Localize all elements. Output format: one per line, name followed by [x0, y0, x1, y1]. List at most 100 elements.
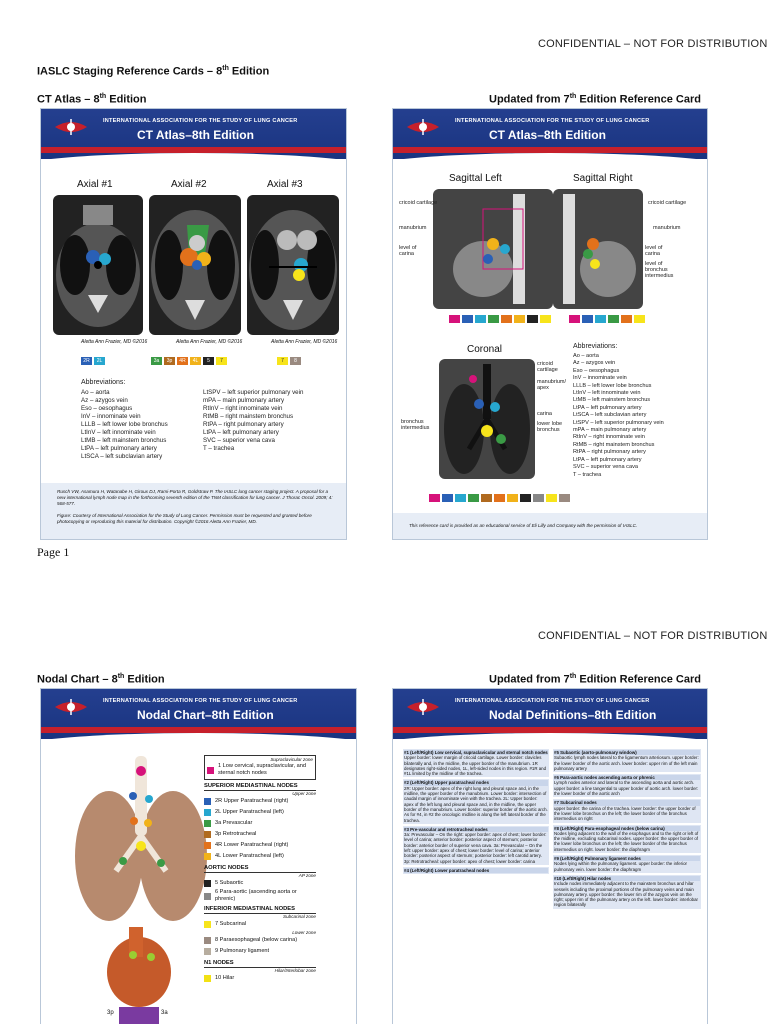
- axial-1-label: Axial #1: [77, 179, 113, 190]
- supraclavicular-section: Supraclavicular zone 1 Low cervical, sup…: [204, 755, 316, 780]
- abbrev-item: Ao – aorta: [573, 353, 599, 359]
- abbrev-item: RtPA – right pulmonary artery: [573, 449, 646, 456]
- legend-swatch: 3a: [151, 357, 162, 365]
- coronal-label-right: manubrium/ apex: [537, 379, 567, 391]
- node-item: 2L Upper Paratracheal (left): [204, 807, 316, 818]
- section-title: N1 NODES: [204, 960, 316, 968]
- nodal-chart-card: INTERNATIONAL ASSOCIATION FOR THE STUDY …: [40, 688, 357, 1024]
- citation: Rusch VW, Asamura H, Watanabe H, Giroux …: [57, 489, 333, 506]
- definition-block: #5 Subaortic (aorto-pulmonary window)Sub…: [553, 749, 701, 773]
- legend-swatch: 8: [290, 357, 301, 365]
- axial-2-label: Axial #2: [171, 179, 207, 190]
- abbreviations-list: Ao – aorta Az – azygos vein Eso – oesoph…: [573, 353, 703, 479]
- card-header: INTERNATIONAL ASSOCIATION FOR THE STUDY …: [41, 109, 346, 167]
- abbrev-item: LtSCA – left subclavian artery: [573, 412, 647, 419]
- coronal-label-left: bronchus intermedius: [401, 419, 430, 431]
- signature-2: Aletta Ann Frazier, MD ©2016: [176, 339, 243, 345]
- abbrev-item: Ao – aorta: [81, 389, 110, 396]
- abbrev-item: LtSPV – left superior pulmonary vein: [573, 419, 664, 426]
- abbrev-item: LtMB – left mainstem bronchus: [573, 397, 651, 404]
- abbrev-item: LtPA – left pulmonary artery: [81, 445, 157, 452]
- iaslc-logo-icon: [407, 119, 439, 135]
- sag-right-label: cricoid cartilage: [648, 200, 687, 206]
- nodal-legend: Supraclavicular zone 1 Low cervical, sup…: [204, 755, 316, 984]
- coronal-legend: [429, 494, 570, 502]
- node-item: 3a Prevascular: [204, 818, 316, 829]
- abbrev-item: LtInV – left innominate vein: [81, 429, 156, 436]
- definition-block: #4 (Left/Right) Lower paratracheal nodes: [403, 866, 549, 875]
- abbrev-item: LtInV – left innominate vein: [573, 390, 641, 397]
- abbrev-item: LLLB – left lower lobe bronchus: [81, 421, 168, 428]
- nodal-definitions-card: INTERNATIONAL ASSOCIATION FOR THE STUDY …: [392, 688, 708, 1024]
- zone-label: Subcarinal zone: [283, 914, 316, 919]
- confidential-notice: CONFIDENTIAL – NOT FOR DISTRIBUTION: [538, 38, 768, 50]
- confidential-notice-2: CONFIDENTIAL – NOT FOR DISTRIBUTION: [538, 630, 768, 642]
- legend-swatch: 4L: [190, 357, 201, 365]
- sag-right-legend: [569, 315, 645, 323]
- sag-right-label: level of carina: [645, 245, 663, 257]
- abbrev-item: InV – innominate vein: [81, 413, 141, 420]
- card-title: Nodal Definitions–8th Edition: [489, 708, 657, 722]
- definitions-left-column: #1 (Left/Right) Low cervical, supraclavi…: [403, 749, 549, 876]
- fig-label-3p: 3p: [107, 1010, 114, 1016]
- abbrev-item: Eso – oesophagus: [81, 405, 133, 412]
- card-header: INTERNATIONAL ASSOCIATION FOR THE STUDY …: [393, 689, 707, 747]
- definition-block: #9 (Left/Right) Pulmonary ligament nodes…: [553, 855, 701, 873]
- zone-label: Supraclavicular zone: [270, 757, 313, 762]
- axial-3-scan-image: [247, 195, 339, 335]
- ct-atlas-heading: CT Atlas – 8th Edition: [37, 93, 147, 106]
- node-item: 5 Subaortic: [204, 878, 316, 889]
- coronal-image: [439, 359, 535, 479]
- node-item: 6 Para-aortic (ascending aorta or phreni…: [204, 889, 316, 903]
- card-title: CT Atlas–8th Edition: [137, 128, 254, 142]
- updated-heading: Updated from 7th Edition Reference Card: [489, 93, 701, 106]
- iaslc-logo-icon: [55, 119, 87, 135]
- abbrev-item: Az – azygos vein: [573, 360, 616, 367]
- figure-note: Figure: Courtesy of International Associ…: [57, 513, 312, 524]
- axial-3-label: Axial #3: [267, 179, 303, 190]
- node-item: 4R Lower Paratracheal (right): [204, 840, 316, 851]
- zone-label: AP zone: [298, 873, 316, 878]
- signature-3: Aletta Ann Frazier, MD ©2016: [271, 339, 338, 345]
- abbrev-item: LtMB – left mainstem bronchus: [81, 437, 167, 444]
- definition-block: #2 (Left/Right) Upper paratracheal nodes…: [403, 779, 549, 824]
- node-item: 1 Low cervical, supraclavicular, and ste…: [207, 762, 313, 778]
- coronal-label: Coronal: [467, 344, 503, 355]
- abbrev-item: RtInV – right innominate vein: [573, 434, 645, 441]
- section-title: SUPERIOR MEDIASTINAL NODES: [204, 783, 316, 791]
- coronal-label-right: cricoid cartilage: [537, 361, 558, 373]
- association-name: INTERNATIONAL ASSOCIATION FOR THE STUDY …: [103, 698, 298, 704]
- legend-swatch: 5: [203, 357, 214, 365]
- signature: Aletta Ann Frazier, MD ©2016: [81, 339, 148, 345]
- node-item: 10 Hilar: [204, 973, 316, 984]
- association-name: INTERNATIONAL ASSOCIATION FOR THE STUDY …: [103, 118, 298, 124]
- heart-illustration: [99, 927, 179, 1024]
- abbrev-item: SVC – superior vena cava: [203, 437, 275, 444]
- abbrev-item: Eso – oesophagus: [573, 367, 620, 374]
- legend-swatch: 4R: [177, 357, 188, 365]
- node-item: 2R Upper Paratracheal (right): [204, 796, 316, 807]
- sag-left-label: manubrium: [399, 225, 427, 231]
- axial-2-scan-image: [149, 195, 241, 335]
- sag-left-label: cricoid cartilage: [399, 200, 438, 206]
- axial-1-scan-image: [53, 195, 143, 335]
- abbrev-item: LtPA – left pulmonary artery: [573, 456, 642, 463]
- abbrev-item: T – trachea: [203, 445, 235, 452]
- abbrev-item: LtSCA – left subclavian artery: [81, 453, 163, 460]
- sag-left-label: level of carina: [399, 245, 417, 257]
- fig-label-3a: 3a: [161, 1010, 168, 1016]
- document-title: IASLC Staging Reference Cards – 8th Edit…: [37, 65, 270, 78]
- legend-swatch: 2L: [94, 357, 105, 365]
- card-header: INTERNATIONAL ASSOCIATION FOR THE STUDY …: [393, 109, 707, 167]
- abbrev-item: SVC – superior vena cava: [573, 464, 638, 471]
- abbreviations-left: Ao – aorta Az – azygos vein Eso – oesoph…: [81, 389, 216, 461]
- node-item: 4L Lower Paratracheal (left): [204, 851, 316, 862]
- sagittal-card: INTERNATIONAL ASSOCIATION FOR THE STUDY …: [392, 108, 708, 540]
- node-item: 7 Subcarinal: [204, 919, 316, 930]
- legend-swatch: 7: [277, 357, 288, 365]
- abbrev-item: LtPA – left pulmonary artery: [573, 404, 642, 411]
- abbrev-item: RtPA – right pulmonary artery: [203, 421, 284, 428]
